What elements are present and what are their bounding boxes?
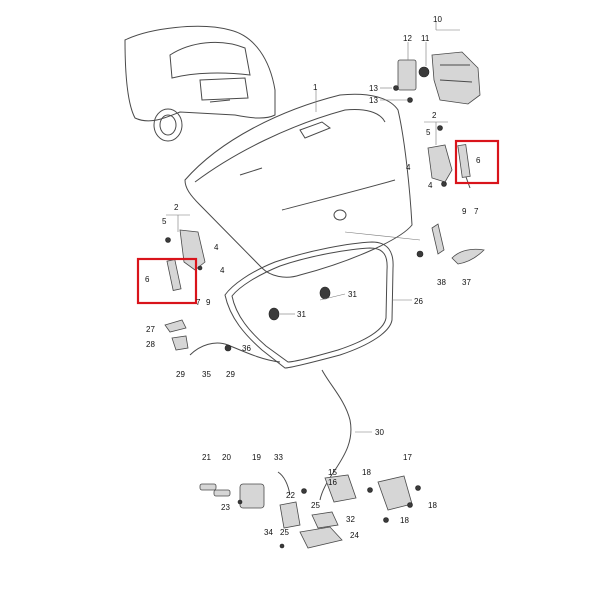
lock-assembly bbox=[393, 51, 481, 105]
label-25b-inline: 25 bbox=[280, 528, 289, 537]
label-27: 27 bbox=[146, 325, 155, 334]
label-25a: 25 bbox=[311, 501, 320, 510]
label-30: 30 bbox=[375, 428, 384, 437]
gas-strut-left bbox=[166, 259, 182, 291]
label-4-left-b: 4 bbox=[220, 266, 225, 275]
label-26: 26 bbox=[414, 297, 423, 306]
label-22: 22 bbox=[286, 491, 295, 500]
gas-strut-right bbox=[457, 144, 471, 189]
label-21: 21 bbox=[202, 453, 211, 462]
cable-30 bbox=[319, 369, 352, 501]
label-31b: 31 bbox=[297, 310, 306, 319]
label-23: 23 bbox=[221, 503, 230, 512]
label-12: 12 bbox=[403, 34, 412, 43]
label-28: 28 bbox=[146, 340, 155, 349]
label-15: 15 bbox=[328, 468, 337, 477]
label-34: 34 bbox=[264, 528, 273, 537]
label-20: 20 bbox=[222, 453, 231, 462]
plug-31a bbox=[319, 286, 331, 300]
label-16: 16 bbox=[328, 478, 337, 487]
label-9-left: 9 bbox=[206, 298, 211, 307]
label-18b: 18 bbox=[428, 501, 437, 510]
label-35: 35 bbox=[202, 370, 211, 379]
label-1: 1 bbox=[313, 83, 318, 92]
leader-lines bbox=[166, 22, 460, 433]
seal-26 bbox=[224, 241, 394, 369]
trunk-lid bbox=[184, 93, 413, 278]
label-7-right: 7 bbox=[474, 207, 479, 216]
label-13b: 13 bbox=[369, 96, 378, 105]
label-2-right: 2 bbox=[432, 111, 437, 120]
label-5-left: 5 bbox=[162, 217, 167, 226]
plug-31b bbox=[268, 307, 280, 321]
callout-labels: 1 10 12 11 13 13 2 5 4 4 6 9 7 2 5 4 4 6… bbox=[145, 15, 481, 540]
label-6-left: 6 bbox=[145, 275, 150, 284]
label-24: 24 bbox=[350, 531, 359, 540]
highlight-box-left bbox=[136, 257, 198, 305]
label-13a: 13 bbox=[369, 84, 378, 93]
label-29a: 29 bbox=[176, 370, 185, 379]
label-19: 19 bbox=[252, 453, 261, 462]
label-37: 37 bbox=[462, 278, 471, 287]
lower-parts bbox=[199, 471, 421, 549]
label-10: 10 bbox=[433, 15, 442, 24]
label-17-top: 17 bbox=[403, 453, 412, 462]
label-4-left-a: 4 bbox=[214, 243, 219, 252]
highlight-box-right bbox=[454, 139, 500, 185]
label-4-right-a: 4 bbox=[406, 163, 411, 172]
label-32: 32 bbox=[346, 515, 355, 524]
emblem-37 bbox=[451, 248, 485, 265]
label-11: 11 bbox=[421, 34, 430, 43]
label-33: 33 bbox=[274, 453, 283, 462]
label-2-left: 2 bbox=[174, 203, 179, 212]
car-illustration bbox=[124, 25, 276, 142]
grommet-39 bbox=[416, 250, 424, 258]
antenna-38 bbox=[431, 223, 445, 255]
label-18a: 18 bbox=[362, 468, 371, 477]
hinge-right bbox=[427, 125, 453, 187]
label-5-right: 5 bbox=[426, 128, 431, 137]
clip-36 bbox=[224, 344, 232, 352]
bracket-28 bbox=[171, 335, 189, 351]
label-38: 38 bbox=[437, 278, 446, 287]
label-18c: 18 bbox=[400, 516, 409, 525]
label-6-right: 6 bbox=[476, 156, 481, 165]
label-9-right: 9 bbox=[462, 207, 467, 216]
bumper-27 bbox=[164, 319, 187, 333]
label-29b: 29 bbox=[226, 370, 235, 379]
label-4-right-b: 4 bbox=[428, 181, 433, 190]
label-36: 36 bbox=[242, 344, 251, 353]
label-31a: 31 bbox=[348, 290, 357, 299]
label-7-left: 7 bbox=[196, 298, 201, 307]
